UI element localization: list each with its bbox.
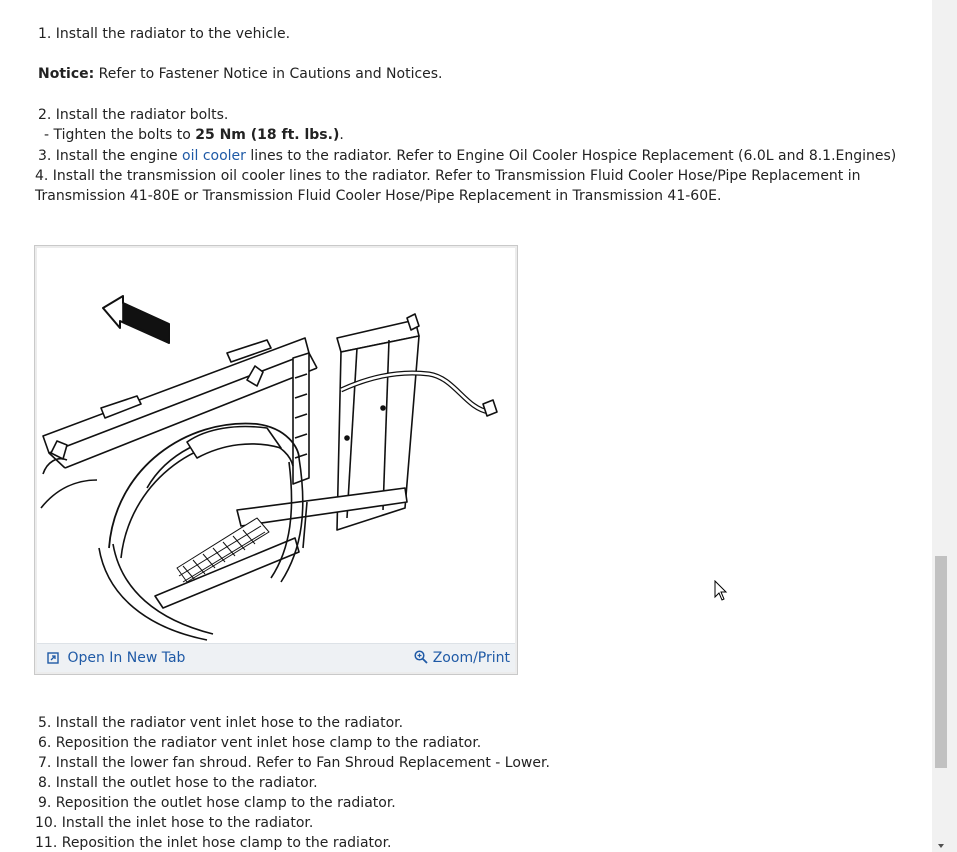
open-in-new-tab-button[interactable]: Open In New Tab <box>47 649 185 667</box>
vertical-scrollbar[interactable] <box>932 0 957 852</box>
step-4: 4. Install the transmission oil cooler l… <box>35 168 861 204</box>
torque-value: 25 Nm (18 ft. lbs.) <box>195 127 340 143</box>
torque-suffix: . <box>339 127 344 143</box>
mouse-pointer-icon <box>714 580 728 601</box>
step-3: 3. Install the engine oil cooler lines t… <box>38 146 896 166</box>
notice-label: Notice: <box>38 66 95 82</box>
scroll-down-arrow-icon[interactable] <box>935 842 947 852</box>
step-3-prefix: 3. Install the engine <box>38 148 183 164</box>
document-content: 1. Install the radiator to the vehicle. … <box>34 26 896 851</box>
scrollbar-thumb[interactable] <box>935 556 947 768</box>
open-in-new-tab-label: Open In New Tab <box>67 650 186 666</box>
radiator-illustration[interactable] <box>37 248 515 642</box>
step-9: 9. Reposition the outlet hose clamp to t… <box>38 795 396 811</box>
step-3-suffix: lines to the radiator. Refer to Engine O… <box>245 148 897 164</box>
step-5: 5. Install the radiator vent inlet hose … <box>38 715 404 731</box>
step-2: 2. Install the radiator bolts. <box>38 107 229 123</box>
oil-cooler-link[interactable]: oil cooler <box>182 148 246 164</box>
radiator-illustration-figure: Open In New Tab Zoom/Print <box>34 245 518 675</box>
step-7: 7. Install the lower fan shroud. Refer t… <box>38 755 550 771</box>
torque-prefix: - Tighten the bolts to <box>44 127 196 143</box>
step-6: 6. Reposition the radiator vent inlet ho… <box>38 735 482 751</box>
notice: Notice: Refer to Fastener Notice in Caut… <box>38 64 443 84</box>
step-8: 8. Install the outlet hose to the radiat… <box>38 775 318 791</box>
figure-footer: Open In New Tab Zoom/Print <box>37 643 515 672</box>
step-2-torque: - Tighten the bolts to 25 Nm (18 ft. lbs… <box>44 125 344 145</box>
step-10: 10. Install the inlet hose to the radiat… <box>35 815 314 831</box>
step-1: 1. Install the radiator to the vehicle. <box>38 26 291 42</box>
notice-text: Refer to Fastener Notice in Cautions and… <box>94 66 443 82</box>
zoom-print-button[interactable]: Zoom/Print <box>414 649 510 667</box>
open-new-tab-icon <box>47 652 59 664</box>
step-11: 11. Reposition the inlet hose clamp to t… <box>35 835 392 851</box>
zoom-print-label: Zoom/Print <box>432 650 510 666</box>
zoom-icon <box>414 650 428 664</box>
